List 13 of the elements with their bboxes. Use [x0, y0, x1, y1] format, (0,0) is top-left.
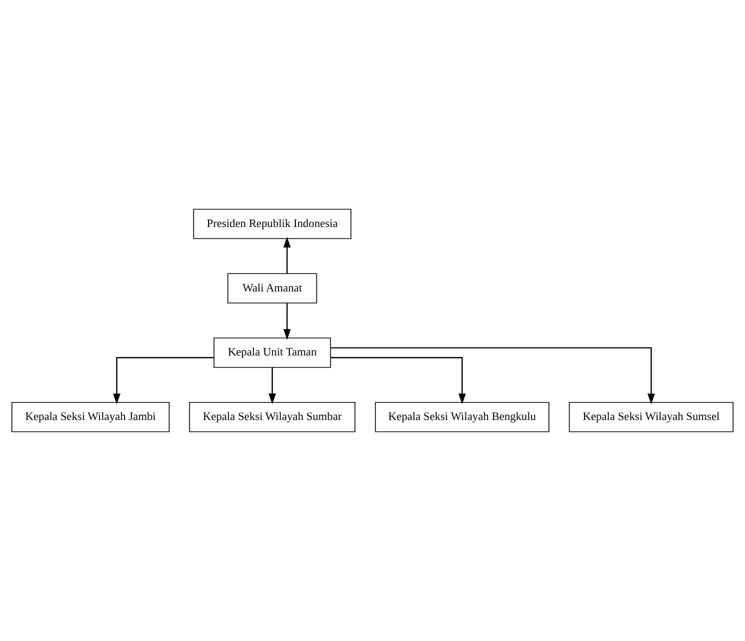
node-box: Kepala Seksi Wilayah Bengkulu: [374, 402, 550, 432]
arrow: [330, 356, 466, 404]
node-box: Wali Amanat: [227, 273, 318, 304]
node-box: Kepala Seksi Wilayah Jambi: [11, 402, 170, 432]
node-box: Kepala Seksi Wilayah Sumsel: [568, 402, 734, 432]
node-box: Kepala Unit Taman: [214, 338, 331, 368]
arrow: [283, 236, 291, 274]
arrow: [113, 356, 214, 404]
arrow: [330, 347, 655, 404]
arrow: [268, 368, 276, 404]
arrow: [283, 303, 291, 340]
node-box: Presiden Republik Indonesia: [193, 208, 352, 239]
node-box: Kepala Seksi Wilayah Sumbar: [189, 402, 356, 432]
